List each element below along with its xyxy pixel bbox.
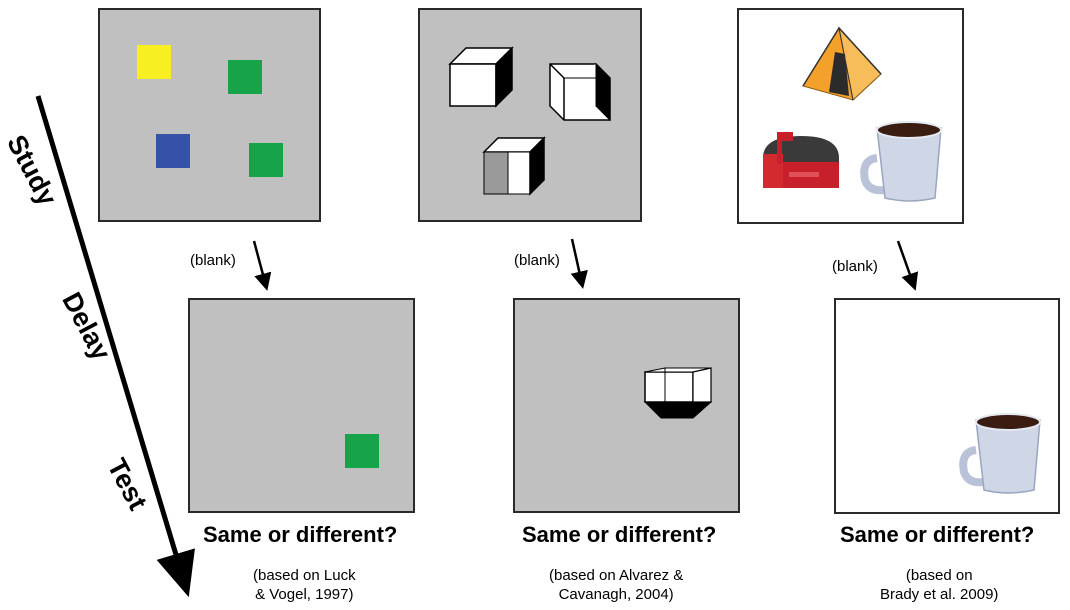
blank-arrow-2 <box>570 238 588 289</box>
citation-line: (based on Alvarez & <box>549 567 684 584</box>
yellow-square <box>137 45 171 79</box>
blank-arrow-1 <box>252 240 272 291</box>
citation: (based on Luck & Vogel, 1997) <box>253 566 356 604</box>
question-text: Same or different? <box>840 522 1035 547</box>
cube-icon <box>549 62 611 122</box>
citation-line: (based on <box>905 567 973 584</box>
green-square <box>228 60 262 94</box>
study-panel-objects <box>737 8 964 224</box>
green-square <box>345 434 379 468</box>
tent-icon <box>802 26 882 101</box>
blank-label: (blank) <box>514 252 560 269</box>
citation: (based on Alvarez & Cavanagh, 2004) <box>549 566 683 604</box>
citation-line: Cavanagh, 2004) <box>558 586 674 603</box>
green-square <box>249 143 283 177</box>
citation: (based on Brady et al. 2009) <box>880 566 998 604</box>
test-panel-colors <box>188 298 415 513</box>
study-panel-cubes <box>418 8 642 222</box>
question-text: Same or different? <box>203 522 398 547</box>
citation-line: & Vogel, 1997) <box>255 586 354 603</box>
blank-label: (blank) <box>832 258 878 275</box>
cube-icon <box>448 46 514 108</box>
blank-label: (blank) <box>190 252 236 269</box>
cube-icon <box>482 136 546 196</box>
mailbox-icon <box>763 132 839 188</box>
blue-square <box>156 134 190 168</box>
test-panel-cubes <box>513 298 740 513</box>
study-panel-colors <box>98 8 321 222</box>
coffee-mug-icon <box>860 121 942 202</box>
question-text: Same or different? <box>522 522 717 547</box>
cube-icon <box>643 367 713 419</box>
coffee-mug-icon <box>959 413 1041 494</box>
citation-line: (based on Luck <box>253 567 356 584</box>
citation-line: Brady et al. 2009) <box>880 586 999 603</box>
time-axis-arrow <box>35 95 195 598</box>
blank-arrow-3 <box>896 240 919 291</box>
test-panel-objects <box>834 298 1060 514</box>
